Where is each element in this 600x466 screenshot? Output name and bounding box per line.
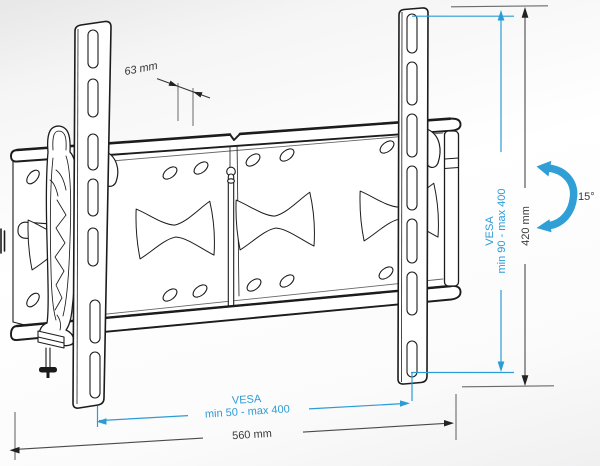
label-tilt-angle: 15° (578, 191, 595, 203)
bottom-fold-line (87, 278, 444, 317)
dimension-420mm (450, 5, 555, 388)
label-vesa-vertical-range: min 90 - max 400 (496, 188, 508, 274)
center-rod (226, 139, 236, 311)
tilt-clamp-mechanism (37, 125, 78, 378)
label-vesa-vertical-title: VESA (484, 216, 496, 246)
clamp-screw (37, 330, 65, 378)
plate-right-endcap (443, 130, 460, 287)
wall-plate (0, 117, 462, 341)
label-420mm: 420 mm (520, 206, 532, 246)
dimension-vesa-horizontal (96, 400, 410, 425)
plate-bottom-band (10, 284, 462, 341)
tilt-arrow-icon (536, 160, 578, 233)
left-tv-rail (72, 20, 112, 409)
dimension-vesa-vertical (96, 10, 514, 427)
top-fold-line (87, 132, 444, 164)
dimension-560mm (9, 394, 457, 460)
left-edge-fragment (0, 228, 6, 254)
right-tv-rail (397, 7, 429, 385)
label-vesa-vertical: VESA min 90 - max 400 (484, 176, 508, 286)
dimension-63mm (156, 78, 211, 126)
